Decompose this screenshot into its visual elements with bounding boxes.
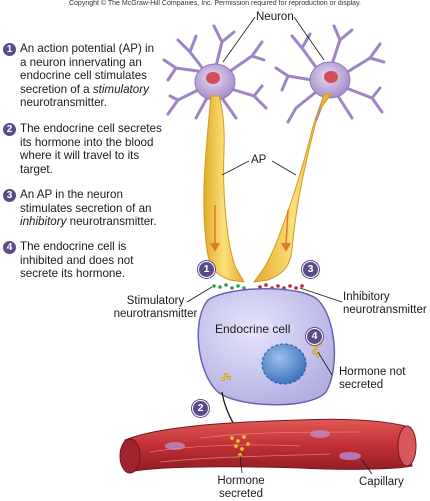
capillary-streaks — [149, 431, 361, 463]
step-1-number: 1 — [3, 43, 16, 56]
left-neuron-nucleus — [206, 72, 220, 84]
step-1-text: An action potential (AP) in a neuron inn… — [20, 42, 155, 110]
copyright-notice: Copyright © The McGraw-Hill Companies, I… — [68, 0, 361, 7]
label-capillary: Capillary — [359, 476, 404, 488]
step-2-text: The endocrine cell secretes its hormone … — [20, 122, 162, 176]
step-1: 1 An action potential (AP) in a neuron i… — [3, 42, 163, 110]
label-hormone-secreted: Hormone secreted — [217, 475, 265, 500]
badge-2: 2 — [192, 400, 209, 417]
right-axon — [252, 93, 334, 283]
step-3: 3 An AP in the neuron stimulates secreti… — [3, 188, 163, 229]
label-inhibitory-neurotransmitter: Inhibitory neurotransmitter — [343, 291, 427, 316]
capillary-left-opening — [119, 438, 141, 474]
inhibitory-neurotransmitter-dots — [258, 283, 304, 290]
label-endocrine-cell: Endocrine cell — [215, 322, 291, 336]
label-ap: AP — [251, 154, 267, 166]
endocrine-cell-body — [197, 288, 336, 406]
badge-3: 3 — [302, 261, 319, 278]
left-neuron — [162, 24, 268, 120]
badge-4: 4 — [306, 328, 323, 345]
stimulatory-neurotransmitter-dots — [212, 283, 246, 290]
endocrine-cell-nucleus — [261, 343, 307, 385]
leader-lines — [186, 16, 373, 475]
hormone-granules-in-blood — [229, 434, 251, 458]
step-4: 4 The endocrine cell is inhibited and do… — [3, 240, 163, 281]
badge-1: 1 — [198, 261, 215, 278]
step-3-text: An AP in the neuron stimulates secretion… — [20, 188, 157, 229]
capillary-right-opening — [397, 425, 417, 467]
step-4-number: 4 — [3, 241, 16, 254]
step-3-number: 3 — [3, 189, 16, 202]
label-neuron: Neuron — [256, 11, 294, 23]
ap-arrows — [210, 205, 291, 252]
label-hormone-not-secreted: Hormone not secreted — [339, 366, 406, 391]
step-2: 2 The endocrine cell secretes its hormon… — [3, 122, 163, 176]
step-4-text: The endocrine cell is inhibited and does… — [20, 240, 134, 281]
label-stimulatory-neurotransmitter: Stimulatory neurotransmitter — [113, 295, 198, 320]
right-neuron-nucleus — [324, 71, 338, 83]
left-axon — [203, 95, 245, 283]
step-2-number: 2 — [3, 123, 16, 136]
